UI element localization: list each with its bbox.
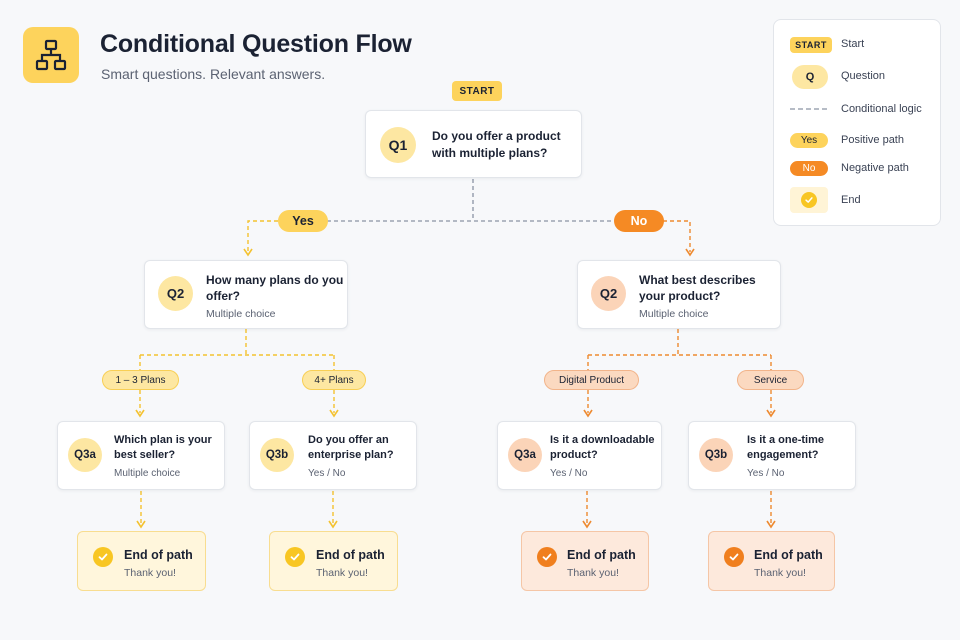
end-title: End of path (754, 548, 823, 562)
question-card-q3b-no[interactable]: Q3b Is it a one-time engagement? Yes / N… (688, 421, 856, 490)
question-text-line1: Is it a one-time (747, 434, 825, 446)
legend-question-swatch: Q (792, 65, 828, 89)
question-text-line1: What best describes (639, 273, 756, 287)
end-card-yes-b: End of path Thank you! (269, 531, 398, 591)
question-badge: Q3a (508, 438, 542, 472)
check-icon (93, 547, 113, 567)
question-text-line1: Do you offer an (308, 434, 389, 446)
start-tag: START (452, 81, 502, 101)
legend-start-swatch: START (790, 37, 832, 53)
question-card-q2-no[interactable]: Q2 What best describes your product? Mul… (577, 260, 781, 329)
yes-branch-label: Yes (278, 210, 328, 232)
question-text-line1: Is it a downloadable (550, 434, 655, 446)
question-text-line2: product? (550, 449, 598, 461)
question-type: Yes / No (550, 468, 588, 479)
end-title: End of path (316, 548, 385, 562)
end-card-yes-a: End of path Thank you! (77, 531, 206, 591)
end-title: End of path (124, 548, 193, 562)
question-card-q3b-yes[interactable]: Q3b Do you offer an enterprise plan? Yes… (249, 421, 417, 490)
check-icon (285, 547, 305, 567)
question-badge: Q1 (380, 127, 416, 163)
question-card-q3a-yes[interactable]: Q3a Which plan is your best seller? Mult… (57, 421, 225, 490)
end-card-no-a: End of path Thank you! (521, 531, 649, 591)
legend-dashed-line (790, 108, 830, 110)
end-card-no-b: End of path Thank you! (708, 531, 835, 591)
end-subtitle: Thank you! (124, 567, 176, 579)
option-digital-product: Digital Product (544, 370, 639, 390)
question-text-line1: Which plan is your (114, 434, 212, 446)
question-type: Yes / No (308, 468, 346, 479)
page-title: Conditional Question Flow (100, 30, 412, 58)
legend-panel: START Start Q Question Conditional logic… (773, 19, 941, 226)
legend-start-label: Start (841, 38, 865, 50)
option-1-3-plans: 1 – 3 Plans (102, 370, 179, 390)
question-badge: Q3b (260, 438, 294, 472)
check-icon (537, 547, 557, 567)
question-type: Multiple choice (114, 468, 181, 479)
question-badge: Q2 (591, 276, 626, 311)
question-badge: Q3b (699, 438, 733, 472)
end-title: End of path (567, 548, 636, 562)
question-badge: Q2 (158, 276, 193, 311)
question-badge: Q3a (68, 438, 102, 472)
page-subtitle: Smart questions. Relevant answers. (101, 66, 326, 82)
app-logo (23, 27, 79, 83)
legend-end-label: End (841, 194, 861, 206)
legend-yes-swatch: Yes (790, 133, 828, 148)
legend-question-label: Question (841, 70, 886, 82)
end-subtitle: Thank you! (754, 567, 806, 579)
legend-conditional-label: Conditional logic (841, 103, 922, 115)
question-card-q1[interactable]: Q1 Do you offer a product with multiple … (365, 110, 582, 178)
legend-negative-label: Negative path (841, 162, 909, 174)
end-subtitle: Thank you! (567, 567, 619, 579)
hierarchy-flow-icon (35, 39, 67, 71)
legend-positive-label: Positive path (841, 134, 904, 146)
question-text-line2: engagement? (747, 449, 819, 461)
question-text-line2: enterprise plan? (308, 449, 394, 461)
no-branch-label: No (614, 210, 664, 232)
question-text-line2: your product? (639, 289, 721, 303)
question-text-line2: with multiple plans? (432, 146, 548, 160)
option-service: Service (737, 370, 804, 390)
option-4-plus-plans: 4+ Plans (302, 370, 366, 390)
question-card-q2-yes[interactable]: Q2 How many plans do you offer? Multiple… (144, 260, 348, 329)
question-card-q3a-no[interactable]: Q3a Is it a downloadable product? Yes / … (497, 421, 662, 490)
check-icon (801, 192, 817, 208)
end-subtitle: Thank you! (316, 567, 368, 579)
question-text-line2: best seller? (114, 449, 176, 461)
question-type: Multiple choice (639, 308, 709, 320)
question-text-line1: Do you offer a product (432, 129, 561, 143)
question-text-line1: How many plans do you (206, 273, 344, 287)
legend-no-swatch: No (790, 161, 828, 176)
question-type: Multiple choice (206, 308, 276, 320)
question-type: Yes / No (747, 468, 785, 479)
check-icon (724, 547, 744, 567)
question-text-line2: offer? (206, 289, 240, 303)
legend-end-swatch (790, 187, 828, 213)
